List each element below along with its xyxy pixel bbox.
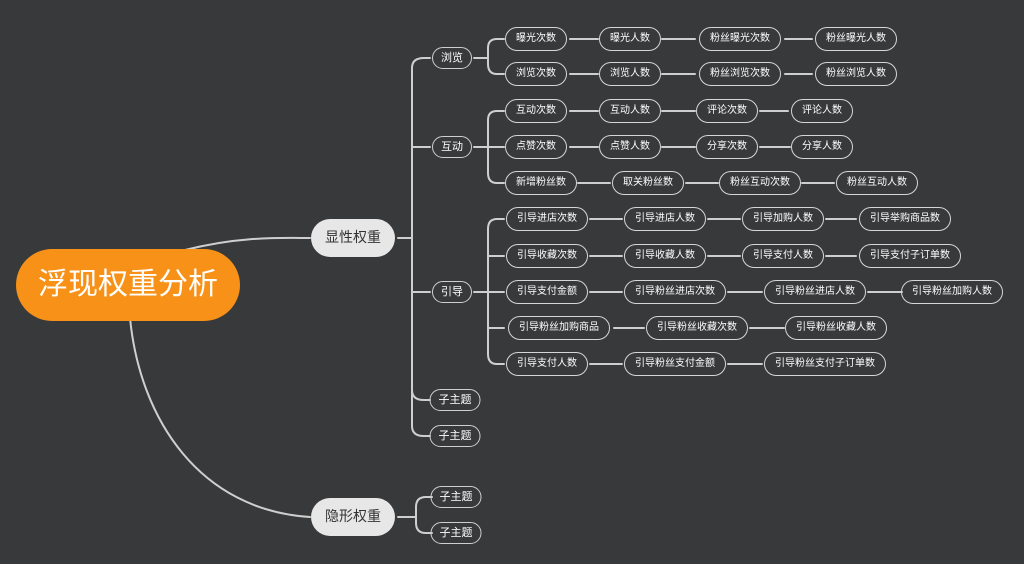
topic-hidden-weight[interactable]: 隐形权重: [311, 498, 395, 536]
leaf-node[interactable]: 评论次数: [696, 99, 758, 123]
leaf-node[interactable]: 引导加购人数: [742, 207, 824, 231]
leaf-node[interactable]: 互动次数: [505, 99, 567, 123]
leaf-node[interactable]: 粉丝浏览人数: [815, 62, 897, 86]
leaf-node[interactable]: 粉丝互动人数: [836, 171, 918, 195]
leaf-node[interactable]: 引导支付人数: [742, 244, 824, 268]
subtopic-placeholder[interactable]: 子主题: [430, 486, 482, 508]
leaf-node[interactable]: 点赞次数: [505, 135, 567, 159]
subtopic-browse[interactable]: 浏览: [432, 47, 472, 69]
leaf-node[interactable]: 引导粉丝加购人数: [901, 280, 1003, 304]
leaf-node[interactable]: 评论人数: [791, 99, 853, 123]
leaf-node[interactable]: 曝光人数: [599, 27, 661, 51]
leaf-node[interactable]: 点赞人数: [599, 135, 661, 159]
leaf-node[interactable]: 引导粉丝支付子订单数: [764, 352, 886, 376]
leaf-node[interactable]: 新增粉丝数: [505, 171, 577, 195]
leaf-node[interactable]: 取关粉丝数: [612, 171, 684, 195]
topic-visible-weight[interactable]: 显性权重: [311, 219, 395, 257]
subtopic-interact[interactable]: 互动: [432, 136, 472, 158]
leaf-node[interactable]: 分享人数: [791, 135, 853, 159]
leaf-node[interactable]: 粉丝曝光次数: [699, 27, 781, 51]
leaf-node[interactable]: 引导支付人数: [506, 352, 588, 376]
leaf-node[interactable]: 引导进店次数: [506, 207, 588, 231]
subtopic-placeholder[interactable]: 子主题: [430, 522, 482, 544]
root-topic[interactable]: 浮现权重分析: [16, 249, 240, 321]
leaf-node[interactable]: 曝光次数: [505, 27, 567, 51]
leaf-node[interactable]: 引导进店人数: [624, 207, 706, 231]
leaf-node[interactable]: 引导举购商品数: [859, 207, 951, 231]
leaf-node[interactable]: 浏览次数: [505, 62, 567, 86]
leaf-node[interactable]: 引导粉丝收藏次数: [646, 316, 748, 340]
leaf-node[interactable]: 引导粉丝进店人数: [764, 280, 866, 304]
leaf-node[interactable]: 粉丝浏览次数: [699, 62, 781, 86]
leaf-node[interactable]: 引导收藏人数: [624, 244, 706, 268]
leaf-node[interactable]: 粉丝互动次数: [719, 171, 801, 195]
subtopic-placeholder[interactable]: 子主题: [429, 425, 481, 447]
leaf-node[interactable]: 分享次数: [696, 135, 758, 159]
leaf-node[interactable]: 引导粉丝加购商品: [508, 316, 610, 340]
subtopic-placeholder[interactable]: 子主题: [429, 389, 481, 411]
leaf-node[interactable]: 互动人数: [599, 99, 661, 123]
leaf-node[interactable]: 引导支付子订单数: [859, 244, 961, 268]
leaf-node[interactable]: 引导粉丝收藏人数: [785, 316, 887, 340]
leaf-node[interactable]: 引导粉丝支付金额: [624, 352, 726, 376]
leaf-node[interactable]: 引导支付金额: [506, 280, 588, 304]
leaf-node[interactable]: 浏览人数: [599, 62, 661, 86]
leaf-node[interactable]: 粉丝曝光人数: [815, 27, 897, 51]
leaf-node[interactable]: 引导粉丝进店次数: [624, 280, 726, 304]
subtopic-guide[interactable]: 引导: [432, 281, 472, 303]
leaf-node[interactable]: 引导收藏次数: [506, 244, 588, 268]
